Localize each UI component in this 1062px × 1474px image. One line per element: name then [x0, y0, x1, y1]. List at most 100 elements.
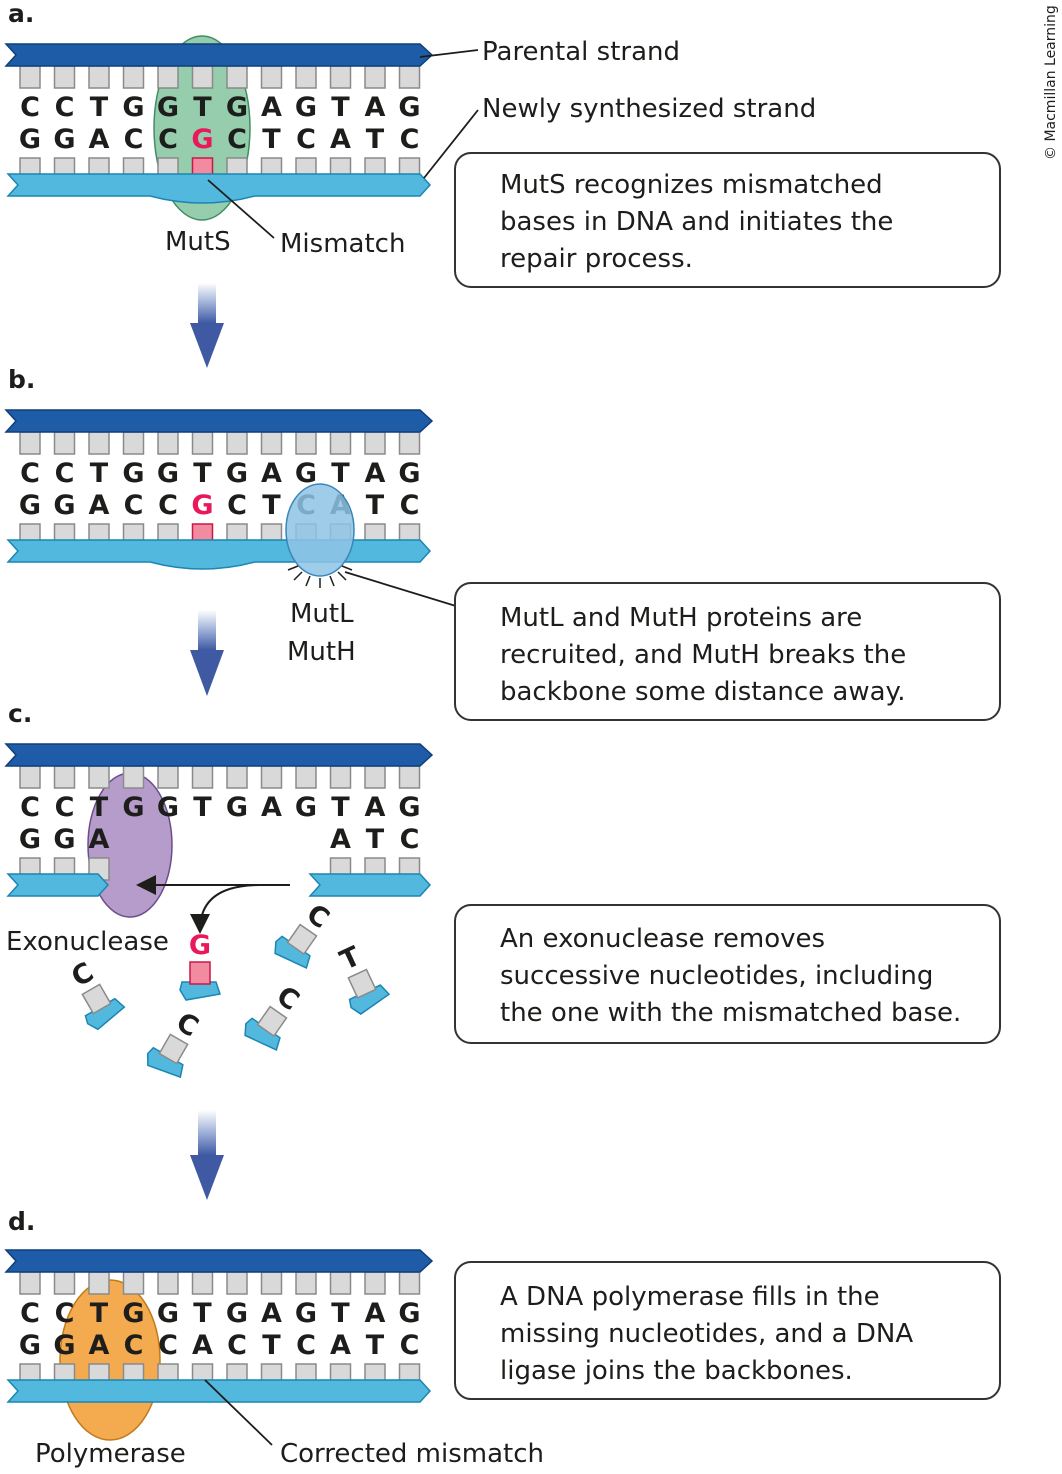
parental-base: C [55, 92, 75, 123]
new-strand-base: C [227, 1330, 247, 1361]
parental-base: C [20, 458, 40, 489]
parental-sugar-tick [295, 65, 317, 89]
parental-sugar-tick [88, 765, 110, 789]
nucleotide-sugar [347, 968, 377, 999]
parental-sugar-tick [191, 1271, 214, 1295]
parental-sugar-tick [88, 431, 110, 455]
parental-sugar-tick [364, 431, 386, 455]
new-strand-base: C [124, 124, 144, 155]
parental-base: G [295, 1298, 317, 1329]
new-strand-base: C [124, 490, 144, 521]
parental-base: G [398, 92, 420, 123]
parental-base: A [365, 792, 386, 823]
new-strand-base: G [53, 1330, 75, 1361]
parental-base: T [193, 1298, 212, 1329]
parental-base: G [398, 458, 420, 489]
nick-mark [287, 565, 353, 588]
parental-base: T [331, 458, 350, 489]
caption-box-a [454, 152, 1001, 288]
parental-sugar-tick [226, 1271, 248, 1295]
parental-base: G [295, 792, 317, 823]
new-strand-base: T [366, 1330, 385, 1361]
parental-sugar-tick [260, 431, 283, 455]
new-strand-base: A [89, 490, 110, 521]
copyright-credit: © Macmillan Learning [1043, 5, 1059, 160]
new-strand-base: A [330, 824, 351, 855]
new-strand-base: C [227, 124, 247, 155]
new-backbone [6, 1379, 432, 1403]
parental-base: T [193, 92, 212, 123]
new-strand-base: A [330, 1330, 351, 1361]
parental-sugar-tick [19, 431, 41, 455]
parental-strand-label: Parental strand [482, 37, 680, 67]
mismatch-leader-line [207, 179, 275, 239]
released-nucleotide: C [146, 1007, 204, 1079]
step-arrow-2 [190, 610, 224, 696]
parental-base: T [90, 1298, 109, 1329]
new-strand-base: T [262, 1330, 281, 1361]
caption-b: MutL and MutH proteins are recruited, an… [500, 603, 914, 707]
caption-d-line-1: A DNA polymerase fills in the [500, 1282, 880, 1312]
caption-box-d [454, 1261, 1001, 1400]
caption-c: An exonuclease removes successive nucleo… [500, 924, 961, 1028]
parental-base: G [295, 458, 317, 489]
parental-base: C [20, 792, 40, 823]
new-strand-leader-line [423, 109, 479, 179]
caption-d-line-3: ligase joins the backbones. [500, 1356, 853, 1386]
parental-sugar-tick [226, 765, 248, 789]
mutl-muth-protein [285, 483, 355, 577]
new-strand-base: C [158, 124, 178, 155]
parental-sugar-tick [157, 765, 179, 789]
parental-base: G [122, 1298, 144, 1329]
parental-sugar-tick [53, 431, 76, 455]
new-strand-base: T [262, 490, 281, 521]
muth-label: MutH [287, 637, 356, 667]
corrected-leader-line [204, 1379, 273, 1446]
parental-sugar-tick [364, 765, 386, 789]
new-strand-base: A [89, 124, 110, 155]
new-strand-base: C [158, 1330, 178, 1361]
caption-d: A DNA polymerase fills in the missing nu… [500, 1282, 921, 1386]
parental-sugar-tick [398, 431, 421, 455]
caption-a: MutS recognizes mismatched bases in DNA … [500, 170, 902, 274]
muts-label: MutS [165, 227, 231, 257]
parental-base: T [90, 92, 109, 123]
parental-sugar-tick [295, 1271, 317, 1295]
panel-d-letter: d. [8, 1207, 35, 1236]
caption-a-line-3: repair process. [500, 244, 693, 274]
parental-sugar-tick [19, 65, 41, 89]
parental-base: T [331, 92, 350, 123]
mutl-label: MutL [290, 599, 354, 629]
parental-base: A [365, 1298, 386, 1329]
new-strand-base: G [53, 124, 75, 155]
parental-base: G [398, 1298, 420, 1329]
parental-sugar-tick [157, 1271, 179, 1295]
caption-c-line-1: An exonuclease removes [500, 924, 825, 954]
nucleotide-release-arrow [190, 884, 261, 934]
exonuclease-label: Exonuclease [6, 927, 169, 957]
parental-sugar-tick [53, 1271, 76, 1295]
parental-base: T [90, 458, 109, 489]
new-strand-base: A [89, 1330, 110, 1361]
new-strand-base: G [53, 824, 75, 855]
parental-base: C [20, 1298, 40, 1329]
released-nucleotide: C [66, 957, 126, 1031]
parental-base: T [331, 1298, 350, 1329]
parental-base: G [157, 1298, 179, 1329]
parental-sugar-tick [364, 1271, 386, 1295]
parental-base: G [157, 92, 179, 123]
new-strand-base: T [262, 124, 281, 155]
new-strand-base: C [400, 490, 420, 521]
parental-backbone [4, 409, 434, 433]
parental-sugar-tick [19, 1271, 41, 1295]
panel-a-letter: a. [8, 0, 34, 28]
new-strand-base: T [366, 824, 385, 855]
parental-sugar-tick [329, 65, 352, 89]
